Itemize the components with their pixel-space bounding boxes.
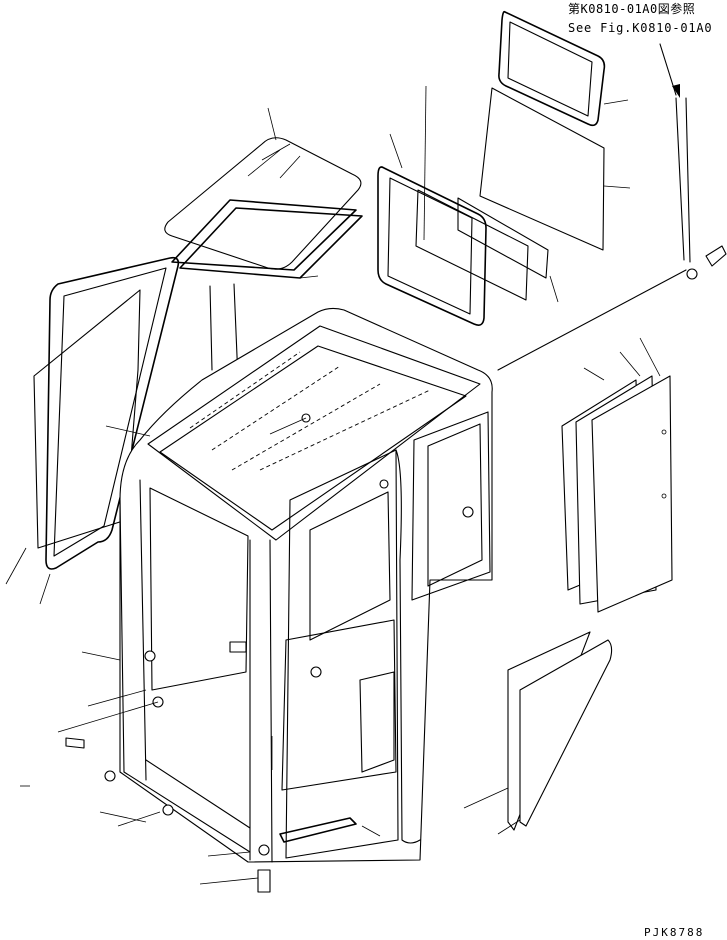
leader-lines (20, 417, 381, 885)
upper-window-seal (498, 10, 629, 127)
reference-note-japanese: 第K0810-01A0図参照 (568, 1, 695, 16)
rear-window-seal (377, 85, 487, 326)
cab-frame (119, 307, 493, 863)
right-door-glass-panels (561, 337, 673, 613)
reference-note-english: See Fig.K0810-01A0 (568, 21, 712, 35)
roof-window-glass (164, 107, 362, 270)
left-side-window-seal (5, 256, 180, 605)
drawing-code: PJK8788 (644, 926, 704, 939)
upper-window-glass (479, 87, 631, 251)
lower-right-glass-panel (463, 631, 613, 835)
bolts-and-nuts (65, 413, 474, 893)
reference-arrow (659, 43, 680, 98)
left-door-glass (33, 289, 141, 549)
door-stay-hardware (497, 97, 727, 371)
rear-glass-plate (415, 189, 559, 303)
